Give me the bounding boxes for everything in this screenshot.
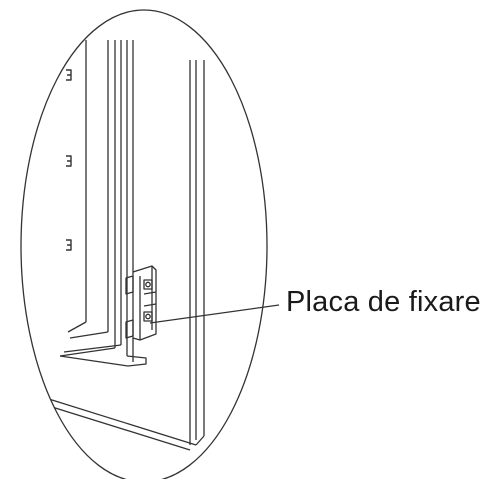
hinge-marks	[66, 69, 72, 251]
door-frame	[59, 40, 134, 357]
callout-label: Placa de fixare	[286, 286, 481, 318]
inner-frame	[67, 40, 109, 339]
mounting-bracket-icon	[125, 265, 157, 341]
callout-leader-line	[149, 304, 280, 324]
floor-edge	[21, 389, 205, 451]
wall-panel	[189, 60, 205, 445]
detail-lens-outline	[20, 9, 268, 479]
bottom-rail	[59, 338, 147, 367]
detail-content	[21, 40, 205, 451]
